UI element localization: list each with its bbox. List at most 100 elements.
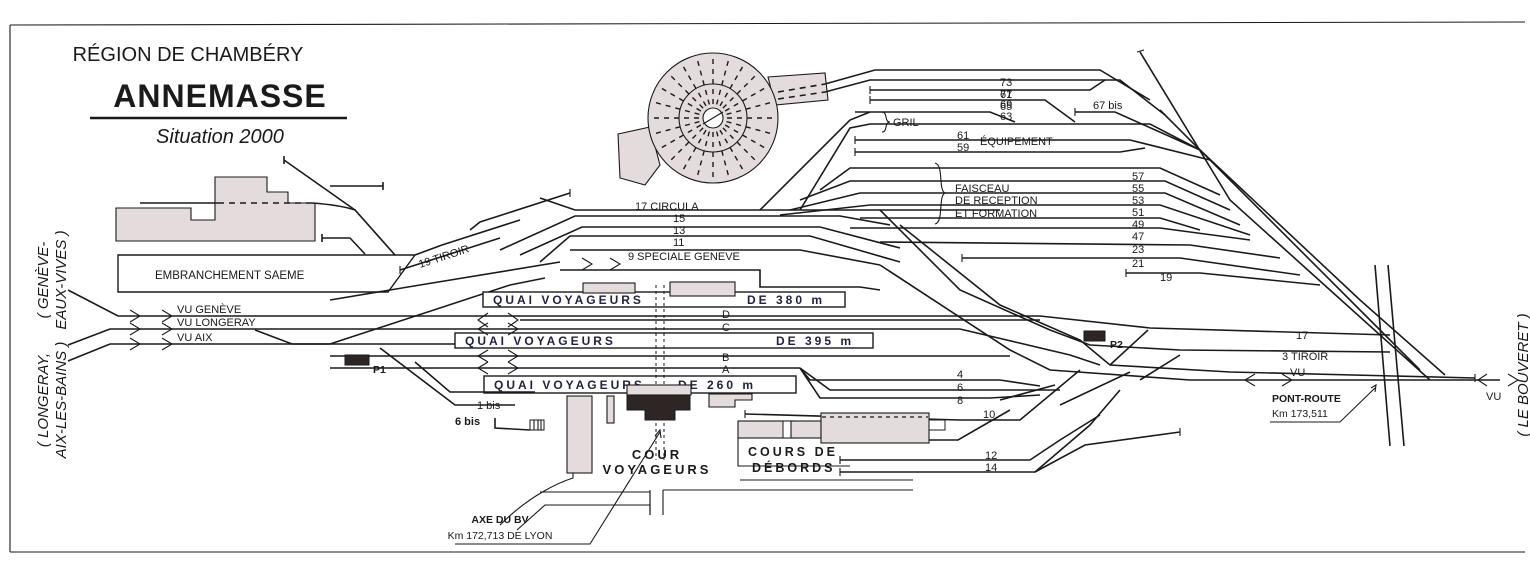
roundhouse-stall — [724, 85, 768, 112]
svg-text:AIX-LES-BAINS ): AIX-LES-BAINS ) — [53, 342, 70, 460]
svg-text:1 bis: 1 bis — [477, 400, 501, 412]
svg-text:71: 71 — [1000, 89, 1012, 101]
svg-text:B: B — [722, 352, 729, 364]
track-61 — [855, 139, 1211, 161]
svg-text:GRIL: GRIL — [893, 117, 919, 129]
svg-text:DE 380 m: DE 380 m — [747, 293, 825, 307]
svg-text:VU: VU — [1486, 391, 1501, 403]
frame-top — [9, 21, 1526, 26]
track-9 — [570, 249, 881, 266]
track-73 — [824, 69, 1151, 101]
svg-text:A: A — [722, 364, 730, 376]
track-53 — [789, 192, 1241, 226]
svg-text:17: 17 — [1296, 330, 1308, 342]
svg-text:COUR: COUR — [632, 447, 682, 462]
svg-text:QUAI VOYAGEURS: QUAI VOYAGEURS — [465, 334, 616, 348]
arrow-vu-end — [1477, 373, 1520, 387]
roundhouse-stall — [667, 127, 704, 164]
arrows-west — [129, 309, 174, 351]
track-12 — [840, 414, 1101, 461]
road-curve — [499, 473, 574, 526]
svg-text:DÉBORDS: DÉBORDS — [752, 460, 836, 475]
track-19 — [1126, 272, 1321, 286]
track-6 — [799, 367, 1060, 391]
svg-text:12: 12 — [985, 450, 997, 462]
track-71 — [824, 79, 1166, 116]
svg-text:8: 8 — [957, 395, 963, 407]
label-67: 67 — [1000, 89, 1012, 101]
track-1-bis — [414, 361, 535, 393]
svg-text:21: 21 — [1132, 258, 1144, 270]
svg-text:AXE DU BV: AXE DU BV — [471, 514, 528, 526]
svg-text:67 bis: 67 bis — [1093, 100, 1123, 112]
pont-route-east — [1387, 264, 1405, 447]
subtitle: Situation 2000 — [156, 126, 284, 148]
arrows-station — [476, 312, 520, 375]
direction-longeray-aix: ( LONGERAY, AIX-LES-BAINS ) — [35, 342, 70, 460]
track-65 — [855, 111, 1016, 123]
svg-text:FAISCEAU: FAISCEAU — [955, 183, 1009, 195]
svg-text:73: 73 — [1000, 77, 1012, 89]
svg-text:Km 172,713 DE LYON: Km 172,713 DE LYON — [448, 530, 553, 542]
track-8 — [799, 367, 1041, 399]
svg-text:QUAI VOYAGEURS: QUAI VOYAGEURS — [493, 293, 644, 307]
svg-text:53: 53 — [1132, 195, 1144, 207]
svg-text:3 TIROIR: 3 TIROIR — [1282, 351, 1328, 363]
svg-text:Km 173,511: Km 173,511 — [1272, 408, 1328, 420]
roundhouse-stall — [658, 124, 702, 151]
post-p2 — [1083, 330, 1106, 342]
svg-text:6 bis: 6 bis — [455, 416, 480, 428]
roundhouse — [617, 52, 829, 186]
svg-text:COURS DE: COURS DE — [748, 445, 838, 459]
svg-text:15: 15 — [673, 213, 685, 225]
svg-text:9 SPECIALE GENEVE: 9 SPECIALE GENEVE — [628, 251, 740, 263]
svg-text:DE RECEPTION: DE RECEPTION — [955, 195, 1038, 207]
svg-text:14: 14 — [985, 462, 997, 474]
roundhouse-stall — [658, 85, 702, 112]
track-19-tiroir: 19 TIROIR — [417, 243, 471, 271]
svg-text:23: 23 — [1132, 244, 1144, 256]
track-17-circula — [539, 197, 1000, 211]
arrow-vu-east — [1243, 373, 1294, 387]
svg-text:11: 11 — [673, 237, 684, 249]
track-59 — [855, 147, 1146, 153]
track-vu-east — [879, 264, 1500, 381]
svg-text:ÉQUIPEMENT: ÉQUIPEMENT — [980, 135, 1053, 148]
svg-text:( GENÈVE-: ( GENÈVE- — [35, 242, 52, 319]
svg-text:( LE BOUVERET ): ( LE BOUVERET ) — [1515, 313, 1530, 436]
svg-text:P2: P2 — [1110, 339, 1123, 351]
svg-text:PONT-ROUTE: PONT-ROUTE — [1272, 393, 1341, 405]
svg-text:ET FORMATION: ET FORMATION — [955, 208, 1037, 220]
track-vu-aix — [67, 343, 330, 362]
embranchement-saeme — [117, 254, 417, 293]
track-49 — [860, 217, 1201, 231]
faisceau-brace — [934, 162, 947, 225]
track-23 — [879, 241, 1281, 259]
track-21 — [962, 257, 1301, 276]
roundhouse-stall — [667, 72, 704, 109]
svg-text:( LONGERAY,: ( LONGERAY, — [35, 353, 52, 447]
svg-text:VOYAGEURS: VOYAGEURS — [603, 462, 712, 477]
track-67-bis — [1075, 111, 1201, 151]
track-51 — [779, 204, 1251, 236]
svg-text:49: 49 — [1132, 219, 1144, 231]
track-11 — [539, 235, 901, 263]
svg-text:VU AIX: VU AIX — [177, 332, 213, 344]
roundhouse-stall — [696, 131, 711, 180]
svg-text:59: 59 — [957, 142, 969, 154]
track-55 — [799, 180, 1231, 211]
direction-le-bouveret: ( LE BOUVERET ) — [1515, 313, 1530, 436]
track-13 — [519, 226, 901, 256]
station-building — [626, 394, 691, 421]
svg-text:13: 13 — [673, 225, 685, 237]
track-3-tiroir — [899, 224, 1476, 379]
roundhouse-stall — [651, 101, 700, 116]
track-15 — [499, 215, 891, 251]
track-69 — [870, 79, 1106, 91]
roundhouse-stall — [680, 63, 707, 107]
svg-text:D: D — [722, 309, 730, 321]
track-14 — [840, 389, 1121, 473]
post-p1 — [344, 354, 370, 366]
svg-text:EAUX-VIVES ): EAUX-VIVES ) — [53, 230, 70, 329]
